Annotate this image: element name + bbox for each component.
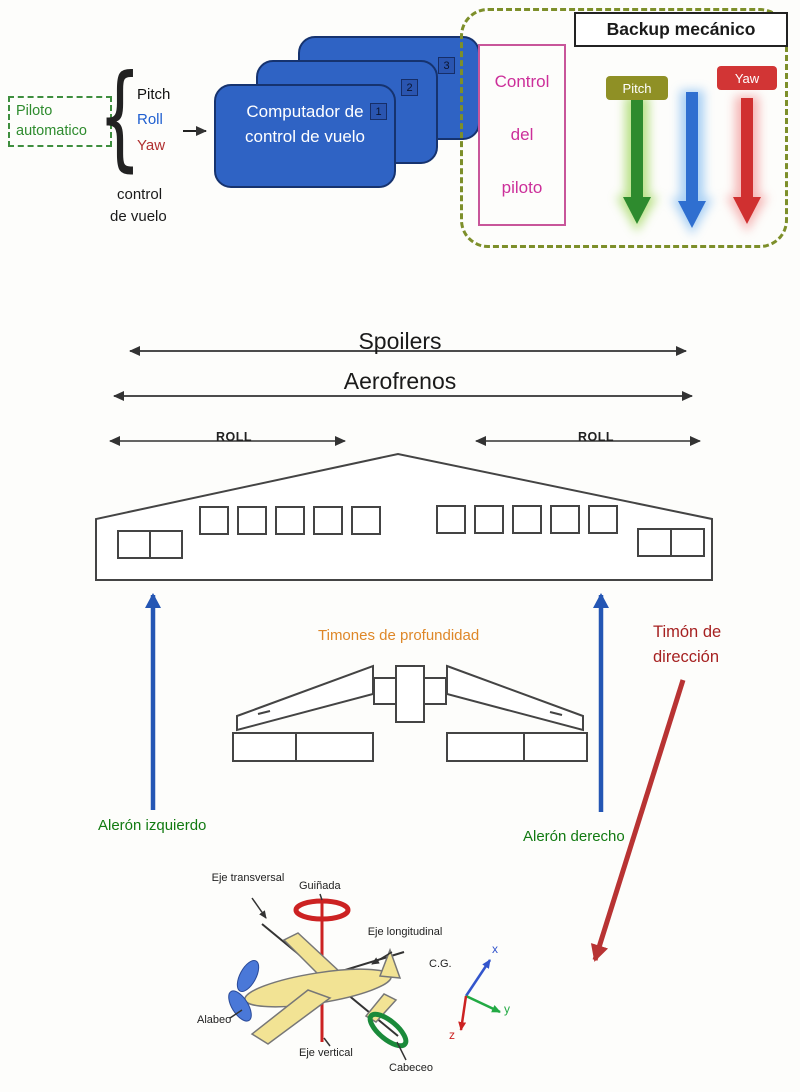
elevators-label: Timones de profundidad [318,627,480,644]
y-axis-label: y [504,1002,510,1016]
spoiler-panels-left [199,506,381,535]
yaw-motion-label: Guiñada [299,880,341,892]
roll-axis-label: Roll [137,111,163,128]
rudder-arrow [590,679,686,962]
pitch-motion-label: Cabeceo [389,1062,434,1074]
flight-control-label-line1: control [117,186,163,203]
right-aileron-panel [637,528,705,557]
airbrakes-label: Aerofrenos [343,368,457,394]
cg-axes [458,959,501,1031]
propeller-blade-bottom [228,990,252,1022]
pilot-control-line3: piloto [501,177,543,197]
backup-pitch-arrow [623,98,651,224]
autopilot-box: Piloto automatico [8,96,112,148]
propeller-blade-top [236,960,260,992]
rudder-label: Timón de dirección [653,623,722,666]
pitch-axis-label: Pitch [137,86,171,103]
wing-outline [95,452,713,581]
yaw-axis-label: Yaw [137,137,166,154]
pilot-control-box: Control del piloto [478,44,566,226]
mechanical-backup-title: Backup mecánico [574,12,788,47]
spoiler-panels-right [436,505,618,534]
aircraft-axes-figure [228,893,501,1061]
computer-stack [214,36,480,188]
vertical-axis-label: Eje vertical [299,1047,353,1059]
longitudinal-axis-label: Eje longitudinal [367,926,443,938]
roll-motion-label: Alabeo [197,1014,232,1026]
airplane-sketch [244,932,402,1045]
yaw-ellipse [293,898,351,922]
z-axis-label: z [449,1028,455,1042]
pilot-control-line1: Control [494,72,550,92]
cg-label: C.G. [429,958,452,970]
computer-number-2: 2 [401,79,418,96]
pilot-control-line2: del [510,124,534,144]
spoilers-label: Spoilers [358,328,442,354]
left-aileron-label: Alerón izquierdo [98,817,207,834]
backup-pitch-badge: Pitch [606,76,668,100]
computer-number-1: 1 [370,103,387,120]
backup-roll-arrow [678,92,706,228]
pitch-ellipse [367,1011,409,1049]
flight-control-label-line2: de vuelo [110,208,167,225]
brace-glyph: { [98,50,142,183]
mechanical-backup-outline [460,8,788,248]
flight-computer-label: Computador de control de vuelo [244,102,366,146]
roll-label-left: ROLL [216,430,253,444]
left-aileron-panel [117,530,183,559]
right-aileron-label: Alerón derecho [523,828,625,845]
backup-yaw-badge: Yaw [717,66,777,90]
backup-yaw-arrow [733,98,761,224]
tailplane-diagram [232,664,588,762]
transversal-axis-label: Eje transversal [211,872,285,884]
x-axis-label: x [492,942,498,956]
computer-number-3: 3 [438,57,455,74]
roll-label-right: ROLL [578,430,615,444]
